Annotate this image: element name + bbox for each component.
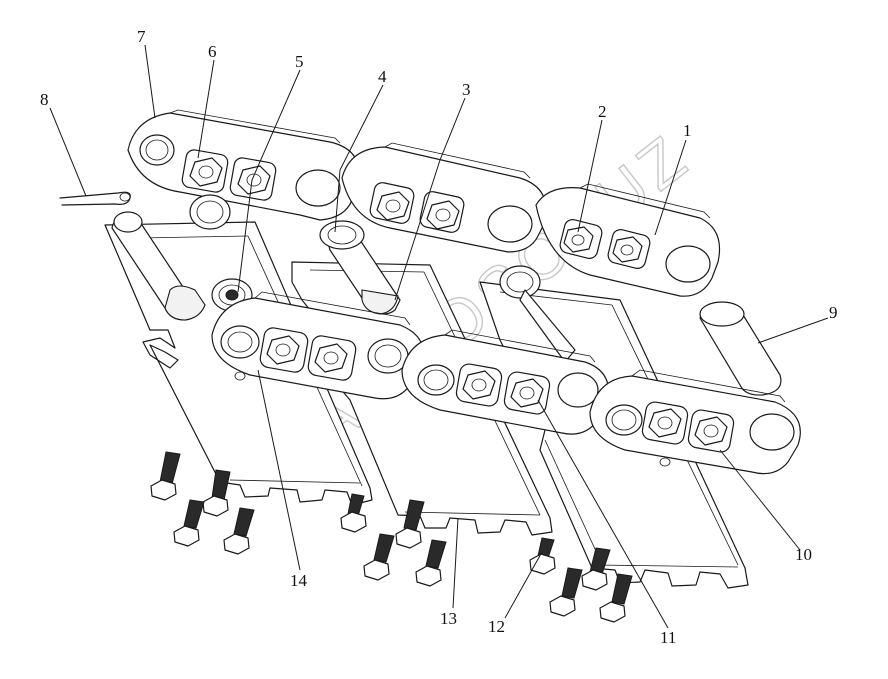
bushing-back-left [189, 194, 231, 230]
callout-1: 1 [683, 121, 692, 140]
callout-11: 11 [660, 628, 676, 647]
callout-2: 2 [598, 102, 607, 121]
bolt [549, 567, 583, 617]
cotter-pin [59, 191, 131, 206]
bolt [223, 507, 255, 555]
bolt [415, 539, 447, 587]
callout-7: 7 [137, 27, 146, 46]
callout-3: 3 [462, 80, 471, 99]
callout-10: 10 [795, 545, 812, 564]
track-pin-middle [319, 220, 401, 315]
leader-lines [49, 44, 829, 629]
back-link-middle [341, 142, 547, 253]
callout-5: 5 [295, 52, 304, 71]
bolt [581, 547, 611, 591]
callout-9: 9 [829, 303, 838, 322]
bolt [340, 493, 367, 533]
bolt [363, 533, 395, 581]
callout-12: 12 [488, 617, 505, 636]
track-pin-right [699, 301, 782, 396]
callout-8: 8 [40, 90, 49, 109]
bolt [202, 469, 231, 517]
callout-labels: 1 2 3 4 5 6 7 8 9 10 11 12 13 14 [40, 27, 838, 647]
bushing-right [499, 265, 576, 363]
bolt [529, 537, 556, 575]
callout-6: 6 [208, 42, 217, 61]
front-link-left [211, 291, 424, 400]
bolt [173, 499, 205, 547]
bolt [150, 451, 181, 501]
back-link-left [127, 109, 360, 221]
callout-4: 4 [378, 67, 387, 86]
track-bolts [150, 451, 633, 623]
callout-13: 13 [440, 609, 457, 628]
callout-14: 14 [290, 571, 308, 590]
bolt [395, 499, 425, 549]
bolt [599, 573, 633, 623]
front-link-nuts [266, 335, 728, 446]
back-link-nuts [189, 157, 643, 263]
track-pin-left [111, 211, 206, 321]
